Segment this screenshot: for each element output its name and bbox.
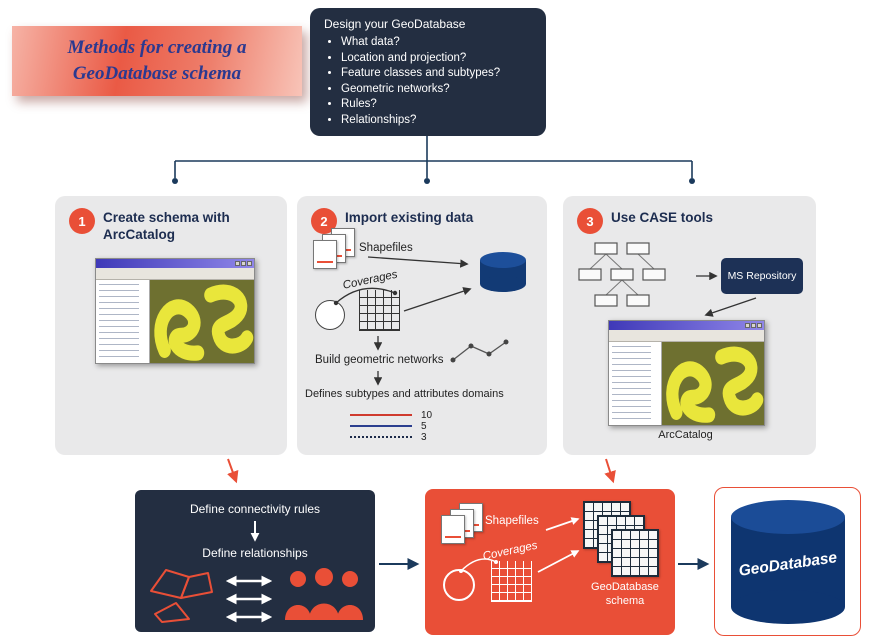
coverage-grid-icon — [359, 290, 400, 331]
geodatabase-cylinder-icon: GeoDatabase — [731, 500, 845, 624]
panel-case-tools: 3 Use CASE tools MS Repository — [563, 196, 816, 455]
step-badge-2: 2 — [311, 208, 337, 234]
coverages-label: Coverages — [481, 539, 539, 563]
shapefiles-stack-icon — [313, 228, 359, 276]
bullet-item: Location and projection? — [341, 51, 534, 67]
window-titlebar — [609, 321, 764, 330]
ms-repository-box: MS Repository — [721, 258, 803, 294]
build-networks-label: Build geometric networks — [315, 354, 444, 366]
window-body — [609, 342, 764, 425]
panel-title-create-schema: Create schema with ArcCatalog — [103, 210, 230, 242]
cylinder-top — [731, 500, 845, 534]
catalog-tree — [609, 342, 662, 425]
map-preview — [149, 280, 254, 363]
catalog-tree — [96, 280, 150, 363]
shapefile-page-icon — [313, 240, 337, 269]
people-group-icon — [285, 568, 363, 620]
window-minimize-button — [235, 261, 240, 266]
arccatalog-caption: ArcCatalog — [658, 429, 713, 441]
geodatabase-result-box: GeoDatabase — [714, 487, 861, 636]
design-box-bullet-list: What data? Location and projection? Feat… — [324, 35, 534, 128]
panel-import-data: 2 Import existing data Shapefiles Covera… — [297, 196, 547, 455]
window-toolbar — [609, 330, 764, 342]
geodatabase-schema-box: Shapefiles Coverages GeoDatabase schema — [425, 489, 675, 635]
coverage-grid-icon — [491, 561, 532, 602]
flow-arrows-red — [227, 458, 616, 484]
page-title: Methods for creating a GeoDatabase schem… — [67, 37, 247, 84]
panel-title-case-tools: Use CASE tools — [611, 210, 714, 225]
window-maximize-button — [751, 323, 756, 328]
legend-row: 10 — [350, 409, 433, 421]
window-body — [96, 280, 254, 363]
geometric-network-icon — [450, 339, 509, 363]
legend-row: 5 — [350, 420, 432, 432]
arccatalog-screenshot — [608, 320, 765, 426]
top-connector-tree — [174, 136, 693, 178]
cylinder-top — [480, 252, 526, 268]
coverage-circle-icon — [315, 300, 345, 330]
panel-title-import-data: Import existing data — [345, 210, 474, 225]
window-close-button — [757, 323, 762, 328]
bullet-item: Relationships? — [341, 113, 534, 129]
panel-create-schema: 1 Create schema with ArcCatalog — [55, 196, 287, 455]
bullet-item: What data? — [341, 35, 534, 51]
legend-row: 3 — [350, 431, 432, 443]
schema-caption: GeoDatabase schema — [591, 581, 659, 607]
legend-value: 3 — [421, 431, 427, 443]
legend-value: 5 — [421, 420, 427, 432]
red-line-swatch — [350, 414, 412, 416]
define-rules-box: Define connectivity rules Define relatio… — [135, 490, 375, 632]
yellow-roads-map — [154, 284, 253, 361]
window-toolbar — [96, 268, 254, 280]
blue-line-swatch — [350, 425, 412, 427]
window-titlebar — [96, 259, 254, 268]
connectivity-rules-label: Define connectivity rules — [189, 502, 321, 516]
bullet-item: Geometric networks? — [341, 82, 534, 98]
dotted-line-swatch — [350, 436, 412, 438]
window-close-button — [247, 261, 252, 266]
tree-items — [612, 346, 651, 421]
shapefile-page-icon — [441, 515, 465, 544]
step-badge-1: 1 — [69, 208, 95, 234]
design-box-title: Design your GeoDatabase — [324, 17, 466, 31]
defines-subtypes-label: Defines subtypes and attributes domains — [305, 388, 504, 400]
arccatalog-screenshot — [95, 258, 255, 364]
legend-value: 10 — [421, 409, 433, 421]
shapefiles-stack-icon — [441, 503, 487, 551]
window-maximize-button — [241, 261, 246, 266]
cylinder-bottom — [480, 276, 526, 292]
title-banner: Methods for creating a GeoDatabase schem… — [12, 26, 302, 96]
database-cylinder-icon — [480, 252, 526, 292]
shapefiles-label: Shapefiles — [485, 515, 539, 527]
tree-items — [99, 284, 139, 359]
top-connector-dots — [172, 178, 695, 184]
design-geodatabase-box: Design your GeoDatabase What data? Locat… — [310, 8, 546, 136]
shapefiles-label: Shapefiles — [359, 242, 413, 254]
bullet-item: Rules? — [341, 97, 534, 113]
schema-grid-icon — [611, 529, 659, 577]
case-model-diagram-icon — [578, 242, 666, 307]
subtypes-legend: 10 5 3 — [350, 409, 433, 443]
step-badge-3: 3 — [577, 208, 603, 234]
window-minimize-button — [745, 323, 750, 328]
bullet-item: Feature classes and subtypes? — [341, 66, 534, 82]
coverage-circle-icon — [443, 569, 475, 601]
map-preview — [661, 342, 764, 425]
relationships-label: Define relationships — [202, 546, 308, 560]
cylinder-bottom — [731, 590, 845, 624]
yellow-roads-map — [665, 346, 763, 423]
polygons-icon — [150, 569, 213, 623]
